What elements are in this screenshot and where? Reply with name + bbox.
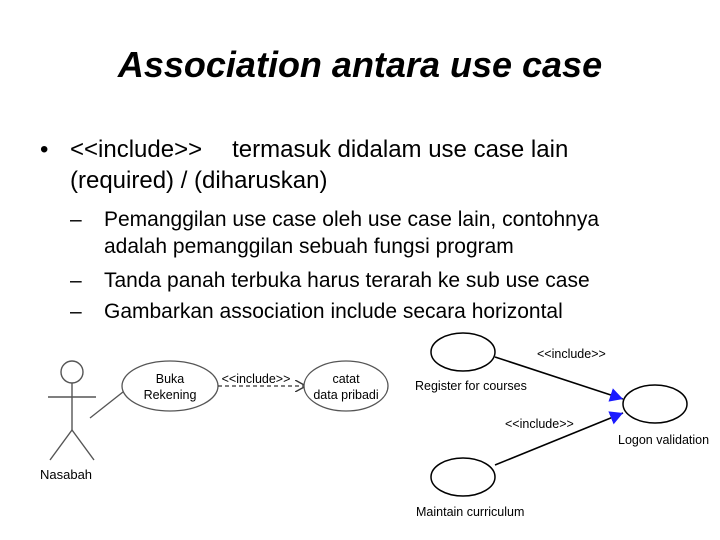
slide-title: Association antara use case — [117, 44, 603, 85]
actor-leg-right — [71, 429, 95, 461]
usecase-catat-line-1: catat — [332, 372, 360, 386]
usecase-register-for-courses — [430, 332, 496, 372]
include-arrow-maintain-to-logon — [494, 411, 624, 466]
sub-bullet-1-line-1: Pemanggilan use case oleh use case lain,… — [104, 208, 599, 231]
dash-marker: – — [70, 300, 82, 323]
bullet-marker: • — [40, 136, 49, 163]
sub-bullet-2-line-1: Tanda panah terbuka harus terarah ke sub… — [104, 269, 590, 292]
dash-marker: – — [70, 208, 82, 231]
usecase-maintain-label: Maintain curriculum — [416, 505, 524, 519]
dash-marker: – — [70, 269, 82, 292]
sub-bullet-3: – Gambarkan association include secara h… — [70, 298, 680, 325]
usecase-buka-rekening — [121, 360, 219, 412]
usecase-maintain-curriculum — [430, 457, 496, 497]
actor-nasabah — [48, 360, 96, 461]
bullet-text: <<include>> termasuk didalam use case lai… — [70, 134, 680, 196]
usecase-logon-validation — [622, 384, 688, 424]
include-arrow-register-to-logon — [494, 356, 624, 402]
sub-bullet-1-line-2: adalah pemanggilan sebuah fungsi program — [104, 235, 514, 258]
include-label-maintain: <<include>> — [505, 417, 574, 431]
usecase-logon-label: Logon validation — [618, 433, 709, 447]
include-label: <<include>> — [222, 372, 291, 386]
actor-leg-left — [49, 429, 73, 461]
association-line — [89, 387, 129, 419]
bullet-text-line-2: (required) / (diharuskan) — [70, 167, 328, 194]
sub-bullet-1: – Pemanggilan use case oleh use case lai… — [70, 206, 680, 260]
usecase-register-label: Register for courses — [415, 379, 527, 393]
actor-head — [60, 360, 84, 384]
usecase-catat-line-2: data pribadi — [313, 388, 378, 402]
sub-bullet-2: – Tanda panah terbuka harus terarah ke s… — [70, 267, 680, 294]
include-tag: <<include>> — [70, 136, 203, 163]
include-label-register: <<include>> — [537, 347, 606, 361]
actor-label: Nasabah — [40, 467, 92, 482]
bullet-text-line-1: termasuk didalam use case lain — [232, 136, 569, 163]
usecase-catat-data-pribadi — [303, 360, 389, 412]
sub-bullets: – Pemanggilan use case oleh use case lai… — [70, 206, 680, 332]
usecase-buka-rekening-line-2: Rekening — [144, 388, 197, 402]
usecase-buka-rekening-line-1: Buka — [156, 372, 185, 386]
sub-bullet-3-line-1: Gambarkan association include secara hor… — [104, 300, 563, 323]
